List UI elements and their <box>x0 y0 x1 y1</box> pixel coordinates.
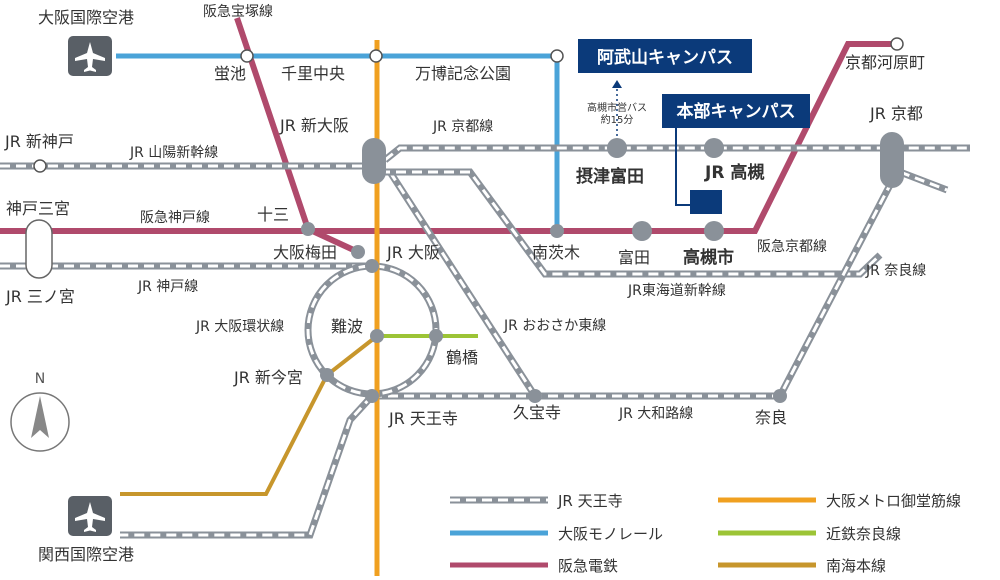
label-juso: 十三 <box>257 205 289 224</box>
station-marker-kyuhoji <box>528 389 542 403</box>
station-marker-settsu-tonda <box>607 138 627 158</box>
label-nara: 奈良 <box>755 408 787 427</box>
abuyama-campus-label: 阿武山キャンパス <box>597 47 733 68</box>
label-namba: 難波 <box>331 317 363 336</box>
compass-north-label: N <box>35 371 45 387</box>
bus-note-line1: 高槻市営バス <box>587 101 647 114</box>
label-settsu-tonda: 摂津富田 <box>576 166 644 187</box>
station-marker-juso <box>301 222 315 236</box>
station-marker-banpaku <box>550 49 564 63</box>
station-marker-jr-takatsuki <box>704 138 724 158</box>
label-jr-kyoto-line: JR 京都線 <box>432 119 493 135</box>
label-sanyo-shinkansen: JR 山陽新幹線 <box>129 144 218 161</box>
label-hankyu-kyoto: 阪急京都線 <box>757 239 827 255</box>
label-hankyu-takarazuka: 阪急宝塚線 <box>203 4 273 20</box>
nankai-line <box>120 334 379 496</box>
label-banpaku: 万博記念公園 <box>415 64 511 83</box>
hankyu-takarazuka-line <box>234 17 360 255</box>
station-marker-jr-kyoto <box>880 132 904 188</box>
station-marker-shinimamiya <box>320 368 334 382</box>
label-jr-kobe-line: JR 神戸線 <box>137 279 198 295</box>
legend-jr: JR 天王寺 <box>557 492 623 510</box>
legend-kintetsu: 近鉄奈良線 <box>826 525 901 543</box>
main-campus-label: 本部キャンパス <box>677 101 796 122</box>
label-kyuhoji: 久宝寺 <box>513 403 561 422</box>
label-jr-takatsuki: JR 高槻 <box>704 162 764 183</box>
label-tokaido-shinkansen: JR東海道新幹線 <box>627 282 726 299</box>
station-marker-tonda <box>632 221 652 241</box>
main-campus-marker <box>690 190 722 214</box>
label-jr-shinimamiya: JR 新今宮 <box>233 368 303 387</box>
label-itami-airport: 大阪国際空港 <box>38 8 134 27</box>
label-minami-ibaraki: 南茨木 <box>532 243 580 262</box>
label-jr-tennoji: JR 天王寺 <box>388 409 458 428</box>
label-kawaramachi: 京都河原町 <box>845 53 925 72</box>
legend-nankai: 南海本線 <box>826 557 886 575</box>
station-marker-takatsuki-shi <box>704 221 724 241</box>
label-jr-osaka: JR 大阪 <box>386 243 440 262</box>
station-marker-kawaramachi <box>890 37 904 51</box>
label-yamatoji: JR 大和路線 <box>618 406 693 422</box>
station-marker-namba <box>370 329 384 343</box>
jr-lines <box>0 144 970 539</box>
bus-note-line2: 約15分 <box>601 113 634 126</box>
station-marker-tsuruhashi <box>429 329 443 343</box>
abuyama-campus-box[interactable] <box>578 39 752 73</box>
label-jr-sannomiya: JR 三ノ宮 <box>5 287 75 306</box>
label-senri-chuo: 千里中央 <box>281 64 345 83</box>
station-marker-shinosaka <box>362 138 386 184</box>
label-jr-shinosaka: JR 新大阪 <box>279 116 349 135</box>
station-marker-shinkobe <box>33 159 47 173</box>
main-campus-box[interactable] <box>662 94 810 128</box>
label-kobe-sannomiya: 神戸三宮 <box>6 199 70 218</box>
label-kansai-airport: 関西国際空港 <box>38 545 134 564</box>
bus-arrow <box>612 80 622 88</box>
station-marker-minami-ibaraki <box>550 224 564 238</box>
station-marker-hotarugaike <box>240 49 254 63</box>
label-jr-kyoto: JR 京都 <box>869 104 923 123</box>
legend: JR 天王寺 大阪モノレール 阪急電鉄 大阪メトロ御堂筋線 近鉄奈良線 南海本線 <box>450 492 961 575</box>
label-takatsuki-shi: 高槻市 <box>683 247 734 268</box>
legend-monorail: 大阪モノレール <box>558 525 663 543</box>
label-jr-nara-line: JR 奈良線 <box>865 263 926 279</box>
station-marker-umeda <box>351 245 365 259</box>
label-loop-line: JR 大阪環状線 <box>195 319 284 335</box>
station-marker-nara <box>773 389 787 403</box>
itami-airplane-icon <box>68 36 112 76</box>
station-marker-tennoji <box>365 389 379 403</box>
label-tsuruhashi: 鶴橋 <box>446 348 478 367</box>
legend-midosuji: 大阪メトロ御堂筋線 <box>826 492 961 510</box>
label-tonda: 富田 <box>618 248 650 267</box>
station-marker-senri-chuo <box>369 49 383 63</box>
compass-icon <box>10 392 70 452</box>
legend-hankyu: 阪急電鉄 <box>558 557 618 575</box>
label-hotarugaike: 蛍池 <box>214 64 246 83</box>
label-osaka-higashi: JR おおさか東線 <box>503 318 606 334</box>
label-osaka-umeda: 大阪梅田 <box>273 243 337 262</box>
label-hankyu-kobe: 阪急神戸線 <box>140 210 210 226</box>
station-marker-sannomiya <box>25 219 53 279</box>
main-campus-connector <box>675 128 690 206</box>
kansai-airplane-icon <box>68 496 112 536</box>
label-jr-shinkobe: JR 新神戸 <box>4 132 74 151</box>
station-marker-jr-osaka <box>365 259 379 273</box>
